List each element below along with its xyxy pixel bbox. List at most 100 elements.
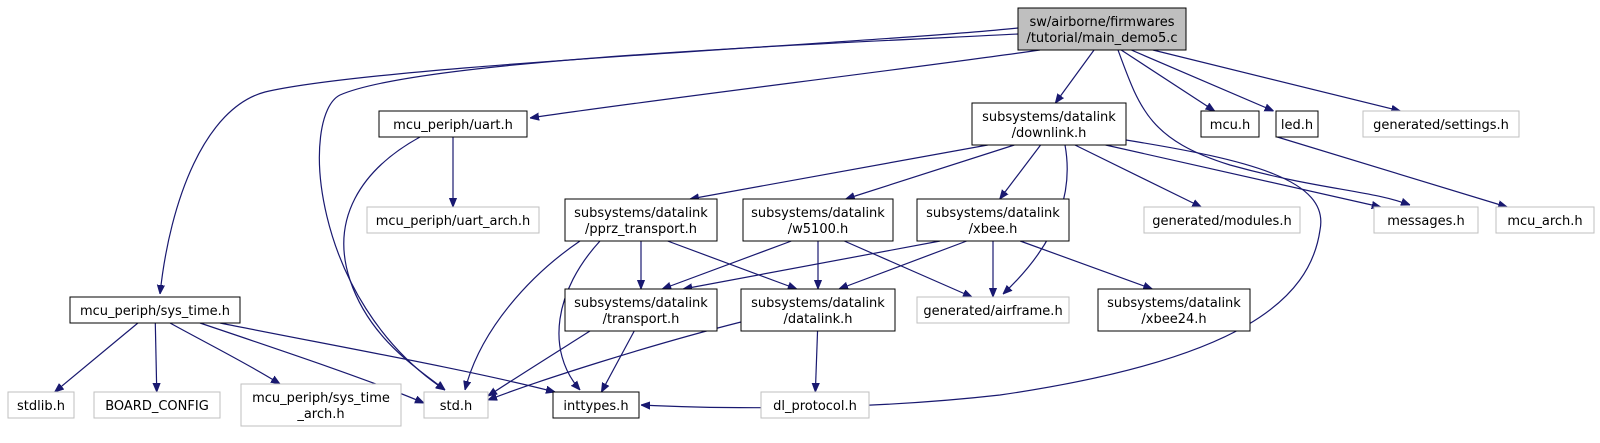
node-label: messages.h [1387, 214, 1465, 229]
edge-line [169, 322, 280, 384]
edge-line [1152, 49, 1400, 111]
edge-line [488, 330, 591, 396]
node-std: std.h [423, 391, 489, 419]
edge-xbee-to-datalink [839, 240, 967, 289]
edge-line [815, 330, 817, 392]
edges-layer [55, 27, 1508, 408]
node-label: subsystems/datalink [574, 206, 708, 221]
node-w5100[interactable]: subsystems/datalink/w5100.h [742, 198, 894, 242]
node-label: generated/modules.h [1152, 214, 1291, 229]
node-uart-arch: mcu_periph/uart_arch.h [366, 206, 540, 234]
node-box [760, 391, 870, 419]
node-label: /xbee.h [969, 222, 1018, 237]
node-box [93, 391, 221, 419]
node-sys-time-arch: mcu_periph/sys_time_arch.h [240, 383, 402, 427]
edge-sys_time-to-stdlib [55, 322, 139, 392]
node-label: subsystems/datalink [574, 296, 708, 311]
node-box [740, 288, 896, 332]
edge-sys_time-to-board_config [155, 322, 156, 392]
edge-line [488, 321, 742, 400]
edge-line [1019, 240, 1152, 289]
edge-line [601, 330, 635, 392]
node-label: generated/airframe.h [923, 304, 1062, 319]
edge-sys_time-to-sys_time_arch [169, 322, 280, 384]
node-modules: generated/modules.h [1143, 206, 1301, 234]
edge-root-to-downlink [1055, 49, 1095, 103]
node-label: subsystems/datalink [982, 110, 1116, 125]
node-box [1275, 110, 1319, 138]
node-box [1362, 110, 1520, 138]
node-label: subsystems/datalink [1107, 296, 1241, 311]
node-label: /w5100.h [788, 222, 848, 237]
node-inttypes[interactable]: inttypes.h [552, 391, 640, 419]
node-transport[interactable]: subsystems/datalink/transport.h [564, 288, 718, 332]
node-box [1200, 110, 1260, 138]
node-dl-protocol: dl_protocol.h [760, 391, 870, 419]
edge-line [1105, 144, 1381, 207]
node-pprz[interactable]: subsystems/datalink/pprz_transport.h [564, 198, 718, 242]
edge-line [55, 322, 139, 392]
node-label: /transport.h [603, 312, 680, 327]
node-box [564, 288, 718, 332]
node-xbee[interactable]: subsystems/datalink/xbee.h [916, 198, 1070, 242]
node-label: mcu.h [1210, 118, 1250, 133]
edge-line [199, 322, 424, 404]
node-label: subsystems/datalink [926, 206, 1060, 221]
edge-line [1074, 144, 1201, 208]
node-uart[interactable]: mcu_periph/uart.h [378, 110, 528, 138]
edge-line [839, 240, 967, 289]
node-mcu[interactable]: mcu.h [1200, 110, 1260, 138]
node-box [378, 110, 528, 138]
node-root[interactable]: sw/airborne/firmwares/tutorial/main_demo… [1017, 7, 1187, 51]
node-board-config: BOARD_CONFIG [93, 391, 221, 419]
edge-line [1055, 49, 1095, 103]
node-box [971, 102, 1127, 146]
node-label: subsystems/datalink [751, 206, 885, 221]
edge-line [846, 144, 1015, 199]
edge-line [1277, 136, 1507, 207]
node-label: generated/settings.h [1373, 118, 1509, 133]
node-label: std.h [440, 399, 473, 414]
edge-line [662, 240, 792, 289]
node-label: mcu_periph/sys_time [252, 391, 390, 406]
node-label: stdlib.h [17, 399, 65, 414]
node-box [423, 391, 489, 419]
node-settings: generated/settings.h [1362, 110, 1520, 138]
node-box [552, 391, 640, 419]
node-label: subsystems/datalink [751, 296, 885, 311]
node-datalink[interactable]: subsystems/datalink/datalink.h [740, 288, 896, 332]
node-box [742, 198, 894, 242]
edge-line [667, 240, 797, 289]
edge-sys_time-to-std [199, 322, 424, 404]
node-label: sw/airborne/firmwares [1029, 15, 1174, 30]
node-xbee24[interactable]: subsystems/datalink/xbee24.h [1097, 288, 1251, 332]
node-label: led.h [1281, 118, 1313, 133]
edge-line [219, 322, 555, 392]
node-label: mcu_periph/uart.h [393, 118, 513, 133]
node-sys-time[interactable]: mcu_periph/sys_time.h [69, 296, 241, 324]
edge-root-to-sys_time [160, 27, 1019, 294]
edge-uart-to-std [343, 136, 445, 390]
edge-line [1131, 49, 1273, 112]
node-label: mcu_periph/sys_time.h [80, 304, 230, 319]
node-label: mcu_periph/uart_arch.h [376, 214, 531, 229]
edge-line [641, 139, 1322, 408]
node-messages: messages.h [1373, 206, 1479, 234]
edge-w5100-to-transport [662, 240, 792, 289]
node-led[interactable]: led.h [1275, 110, 1319, 138]
edge-line [465, 240, 581, 390]
edge-root-to-uart [530, 49, 1041, 118]
node-label: /downlink.h [1012, 126, 1087, 141]
node-downlink[interactable]: subsystems/datalink/downlink.h [971, 102, 1127, 146]
edge-pprz-to-std [465, 240, 581, 390]
edge-pprz-to-datalink [667, 240, 797, 289]
edge-downlink-to-modules [1074, 144, 1201, 208]
edge-root-to-messages [1117, 49, 1410, 205]
node-box [1495, 206, 1595, 234]
node-label: _arch.h [296, 407, 344, 422]
edge-downlink-to-w5100 [846, 144, 1015, 199]
node-mcu-arch: mcu_arch.h [1495, 206, 1595, 234]
node-box [916, 296, 1070, 324]
edge-line [530, 49, 1041, 118]
